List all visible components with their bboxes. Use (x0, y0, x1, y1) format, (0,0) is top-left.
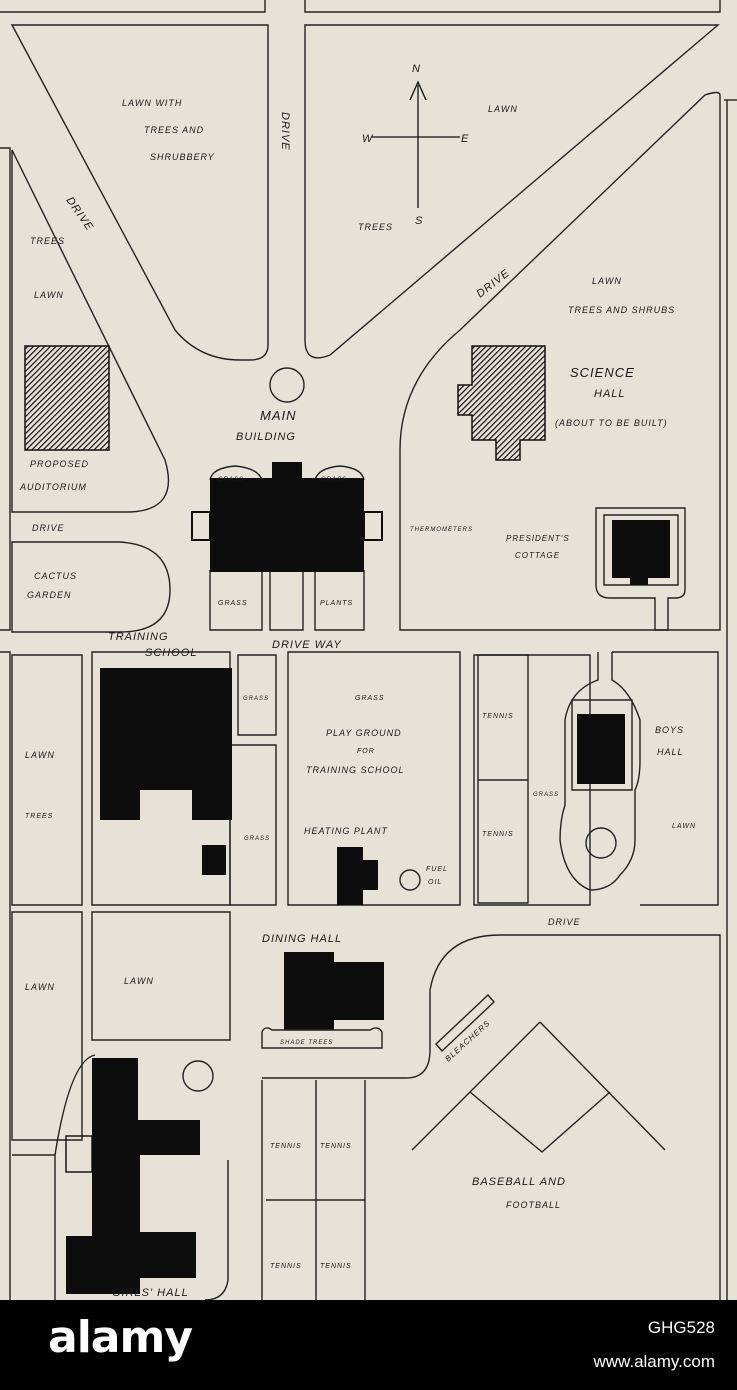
label-trees-left: TREES (30, 236, 65, 246)
label-presidents: PRESIDENT'S (506, 534, 570, 543)
label-science-hall-2: HALL (594, 388, 626, 400)
label-tennis-2: TENNIS (482, 831, 514, 838)
label-hall: HALL (657, 747, 684, 757)
compass-n: N (412, 63, 421, 75)
buildings (65, 462, 670, 1294)
label-tennis-3: TENNIS (270, 1143, 302, 1150)
site-url[interactable]: www.alamy.com (593, 1352, 715, 1371)
label-grass-boys: GRASS (533, 792, 559, 798)
compass-w: W (362, 133, 374, 145)
label-main-building-1: MAIN (260, 408, 297, 423)
proposed-auditorium (24, 345, 110, 451)
science-hall (457, 345, 546, 461)
label-school: SCHOOL (145, 647, 197, 659)
label-science-hall-3: (ABOUT TO BE BUILT) (555, 418, 668, 428)
label-dining-hall: DINING HALL (262, 933, 342, 945)
label-science-hall-1: SCIENCE (570, 365, 635, 380)
label-lawn-left: LAWN (34, 290, 64, 300)
label-training-school: TRAINING SCHOOL (306, 765, 405, 775)
label-for: FOR (357, 748, 375, 755)
label-tennis-5: TENNIS (270, 1263, 302, 1270)
label-shade-trees: SHADE TREES (280, 1040, 333, 1046)
label-oil: OIL (428, 879, 442, 886)
label-auditorium: AUDITORIUM (19, 482, 87, 492)
label-trees-and: TREES AND (144, 125, 204, 135)
label-grass-nw: GRASS (218, 477, 244, 483)
block-outlines (0, 0, 737, 1300)
label-plants: PLANTS (320, 600, 353, 607)
label-shrubbery: SHRUBBERY (150, 152, 215, 162)
campus-map: N S E W LAWN WITH TREES AND SHRUBBERY DR… (0, 0, 737, 1300)
label-trees-top: TREES (358, 222, 393, 232)
compass-e: E (461, 133, 469, 145)
label-lawn-with: LAWN WITH (122, 98, 182, 108)
label-grass-pg: GRASS (355, 695, 385, 702)
label-fuel: FUEL (426, 866, 448, 873)
shade-trees-bed (261, 1027, 383, 1049)
label-thermometers: THERMOMETERS (410, 527, 473, 533)
label-main-building-2: BUILDING (236, 431, 296, 443)
label-tennis-1: TENNIS (482, 713, 514, 720)
alamy-logo[interactable]: alamy (48, 1312, 193, 1363)
label-boys: BOYS (655, 725, 684, 735)
label-garden: GARDEN (27, 590, 72, 600)
label-grass-mid: GRASS (244, 836, 270, 842)
label-girls-hall: GIRLS' HALL (112, 1287, 189, 1299)
label-tennis-4: TENNIS (320, 1143, 352, 1150)
compass-rose (372, 80, 460, 208)
label-proposed: PROPOSED (30, 459, 89, 469)
label-drive-bottom-right: DRIVE (548, 917, 581, 927)
label-lawn-top-right: LAWN (488, 104, 518, 114)
label-lawn-lower-mid: LAWN (124, 976, 154, 986)
label-grass-small: GRASS (243, 696, 269, 702)
label-training: TRAINING (108, 631, 169, 643)
label-playground: PLAY GROUND (326, 728, 402, 738)
label-lawn-mid-left: LAWN (25, 750, 55, 760)
label-lawn-lower-left: LAWN (25, 982, 55, 992)
image-id: GHG528 (647, 1318, 715, 1337)
label-driveway: DRIVE WAY (272, 639, 342, 651)
label-grass-s: GRASS (218, 600, 248, 607)
label-lawn-boys: LAWN (672, 823, 696, 830)
label-trees-shrubs: TREES AND SHRUBS (568, 305, 675, 315)
stock-footer: alamy GHG528 www.alamy.com (0, 1300, 737, 1390)
label-drive-left: DRIVE (32, 523, 65, 533)
label-lawn-right: LAWN (592, 276, 622, 286)
label-cottage: COTTAGE (515, 551, 560, 560)
compass-s: S (415, 215, 423, 227)
label-heating-plant: HEATING PLANT (304, 826, 388, 836)
label-grass-ne: GRASS (321, 477, 347, 483)
label-drive-vertical: DRIVE (279, 112, 291, 151)
label-baseball: BASEBALL AND (472, 1176, 566, 1188)
label-football: FOOTBALL (506, 1200, 561, 1210)
label-trees-mid-left: TREES (25, 813, 53, 820)
label-cactus: CACTUS (34, 571, 77, 581)
label-tennis-6: TENNIS (320, 1263, 352, 1270)
